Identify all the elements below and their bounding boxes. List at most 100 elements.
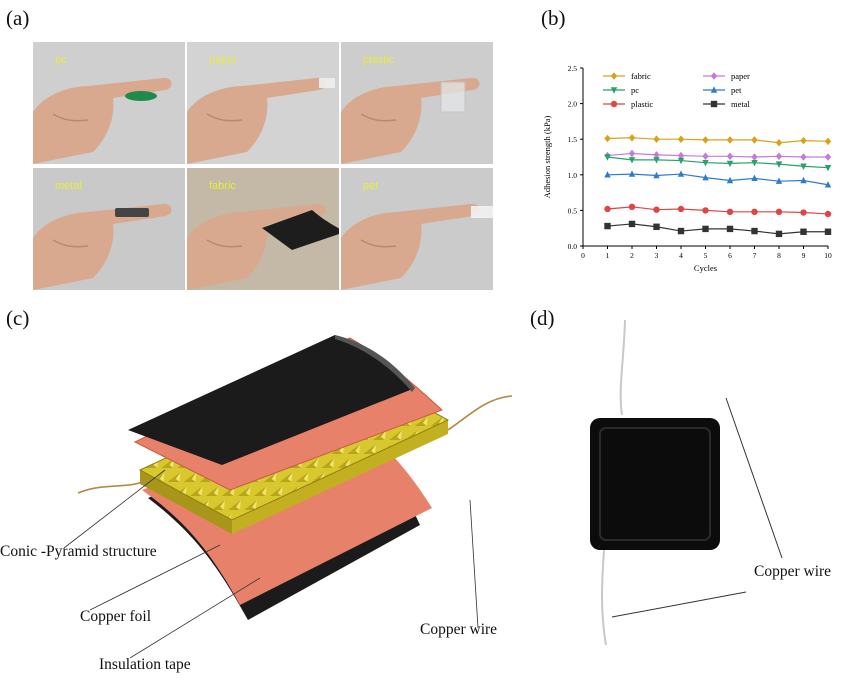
data-point-pc [726,160,734,168]
photo-label: fabric [209,180,236,192]
legend-label-pet: pet [731,85,742,95]
data-point-paper [800,153,807,161]
data-point-plastic [628,203,636,211]
legend-marker-paper [710,72,718,80]
data-point-paper [653,151,660,159]
photo-metal: metal [33,168,185,290]
label-copper-wire-c: Copper wire [420,621,498,638]
data-point-plastic [775,208,783,216]
data-point-fabric [751,136,758,144]
data-point-paper [824,153,832,161]
series-line-pc [607,156,829,169]
series-line-pet [607,173,829,186]
legend-label-fabric: fabric [631,71,651,81]
y-axis-label: Adhesion strength (kPa) [542,116,552,199]
data-point-metal [628,220,636,228]
x-tick-label: 6 [728,251,732,260]
copper-wire-left [77,479,149,494]
x-tick-label: 9 [802,251,806,260]
data-point-fabric [653,135,660,143]
data-point-pet [751,174,758,182]
data-point-plastic [677,205,685,213]
photo-fabric: fabric [187,168,339,290]
data-point-paper [677,151,685,160]
x-tick-label: 2 [630,251,634,260]
photo-grid: pc paper plastic metal fabric pet [33,42,493,290]
sensor-pad [590,418,720,550]
photo-label: paper [209,54,238,66]
y-tick-label: 1.0 [568,171,578,180]
label-pyramid-structure: Conic -Pyramid structure [0,543,157,560]
x-tick-label: 0 [581,251,585,260]
data-point-fabric [800,136,807,145]
legend-label-paper: paper [731,71,750,81]
legend-marker-metal [710,100,718,108]
legend-label-pc: pc [631,85,639,95]
insulation-tape-top-edge [335,335,415,392]
data-point-plastic [653,206,660,213]
data-point-metal [702,225,709,233]
y-tick-label: 1.5 [568,135,578,144]
legend-marker-fabric [610,72,618,80]
pyramid-layer-side-left [140,470,232,534]
copper-wire-right [447,395,513,431]
data-point-pc [800,163,807,170]
data-point-fabric [824,137,832,146]
data-point-metal [775,230,783,238]
data-point-paper [726,152,734,161]
x-tick-label: 1 [606,251,610,260]
data-point-paper [751,153,758,161]
series-line-plastic [607,206,829,215]
data-point-pet [800,176,807,184]
sensor-structure-diagram [63,335,513,659]
data-point-fabric [702,136,709,144]
data-point-paper [628,149,636,158]
data-point-plastic [800,209,807,216]
data-point-pc [628,157,636,164]
photo-label: pc [55,54,67,66]
data-point-plastic [751,208,758,216]
panel-label-a: (a) [6,6,30,30]
series-line-metal [607,223,828,235]
insulation-tape-top [128,335,415,465]
x-tick-label: 4 [679,251,683,260]
photo-label: pet [363,180,379,192]
data-point-paper [702,152,709,161]
data-point-metal [604,222,611,230]
data-point-pc [824,164,832,172]
photo-pc: pc [33,42,185,164]
photo-label: plastic [363,54,395,66]
photo-paper: paper [187,42,339,164]
legend-marker-pet [710,86,718,93]
data-point-pet [824,181,832,188]
x-tick-label: 7 [753,251,757,260]
panel-label-b: (b) [541,6,566,30]
photo-plastic: plastic [341,42,493,164]
x-tick-label: 8 [777,251,781,260]
legend-marker-plastic [610,100,618,108]
data-point-fabric [604,134,611,143]
legend-label-plastic: plastic [631,99,653,109]
x-axis-label: Cycles [694,263,717,273]
photo-pet: pet [341,168,493,290]
label-copper-wire-d: Copper wire [754,563,832,580]
data-point-pc [775,161,783,168]
data-point-metal [800,228,807,235]
data-point-pet [775,177,783,184]
data-point-fabric [677,135,685,143]
panel-label-d: (d) [530,306,555,330]
x-tick-label: 3 [655,251,659,260]
data-point-pc [653,157,660,164]
y-tick-label: 0.0 [568,242,578,251]
data-point-pc [677,157,685,165]
data-point-metal [653,223,660,230]
series-line-paper [607,152,828,158]
data-point-pc [751,159,758,167]
x-tick-label: 5 [704,251,708,260]
legend-marker-pc [610,87,618,94]
series-line-fabric [607,137,829,144]
photo-label: metal [55,180,82,192]
data-point-pet [628,170,636,177]
x-tick-label: 10 [824,251,832,260]
